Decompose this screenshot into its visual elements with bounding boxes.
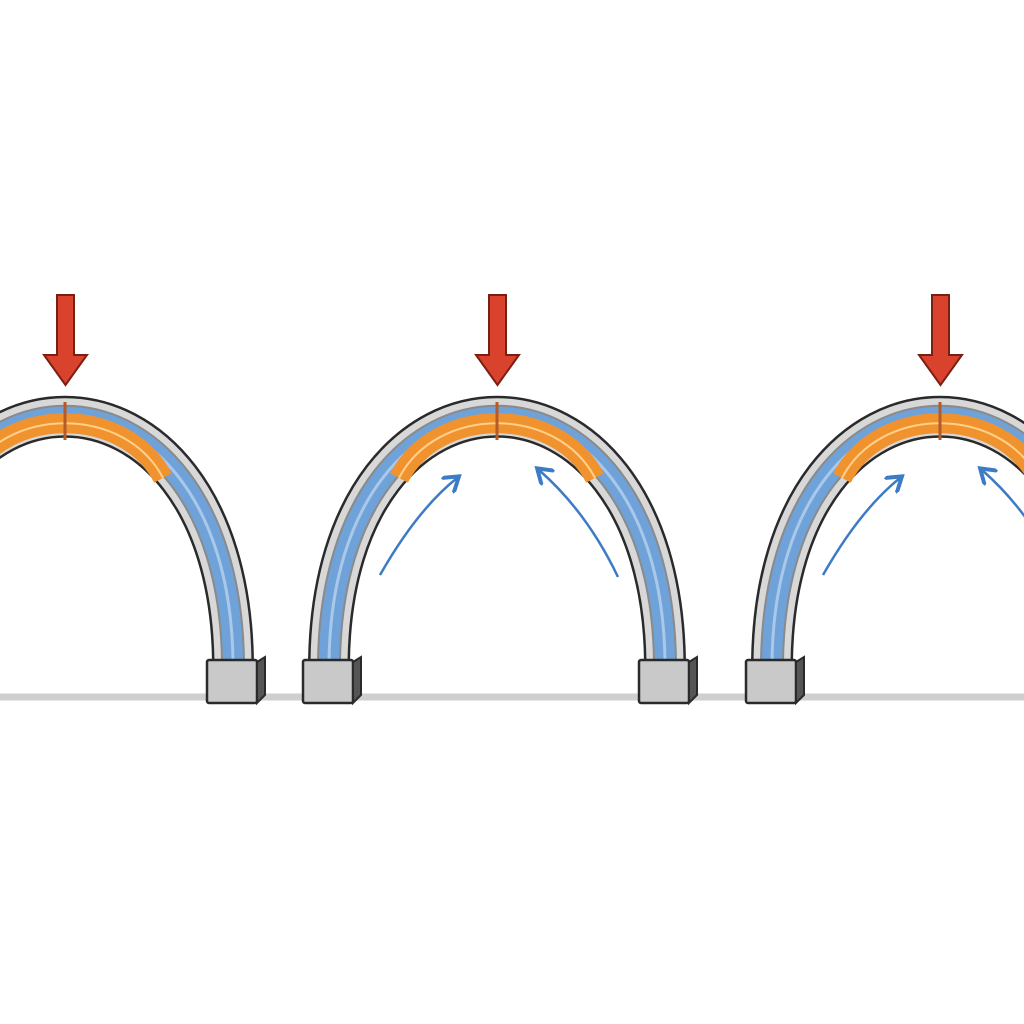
support-block — [744, 658, 798, 705]
arch-shell — [0, 398, 252, 663]
load-down-arrow-icon — [917, 294, 964, 387]
thrust-arrow-icon — [539, 470, 620, 578]
load-down-arrow-icon — [42, 294, 89, 387]
arch-panel — [301, 294, 698, 706]
support-block — [301, 658, 355, 705]
thrust-arrow-icon — [821, 478, 900, 576]
load-down-arrow-icon — [474, 294, 521, 387]
support-block-side — [795, 655, 805, 706]
arch-panel — [744, 294, 1024, 706]
arch-panel — [0, 294, 266, 706]
support-block-side — [256, 655, 266, 706]
support-block — [637, 658, 691, 705]
arch-shell — [310, 398, 684, 663]
arch-shell — [753, 398, 1024, 663]
support-block-side — [352, 655, 362, 706]
support-block-side — [688, 655, 698, 706]
thrust-arrow-icon — [982, 470, 1024, 518]
support-block — [205, 658, 259, 705]
thrust-arrow-icon — [378, 478, 457, 576]
